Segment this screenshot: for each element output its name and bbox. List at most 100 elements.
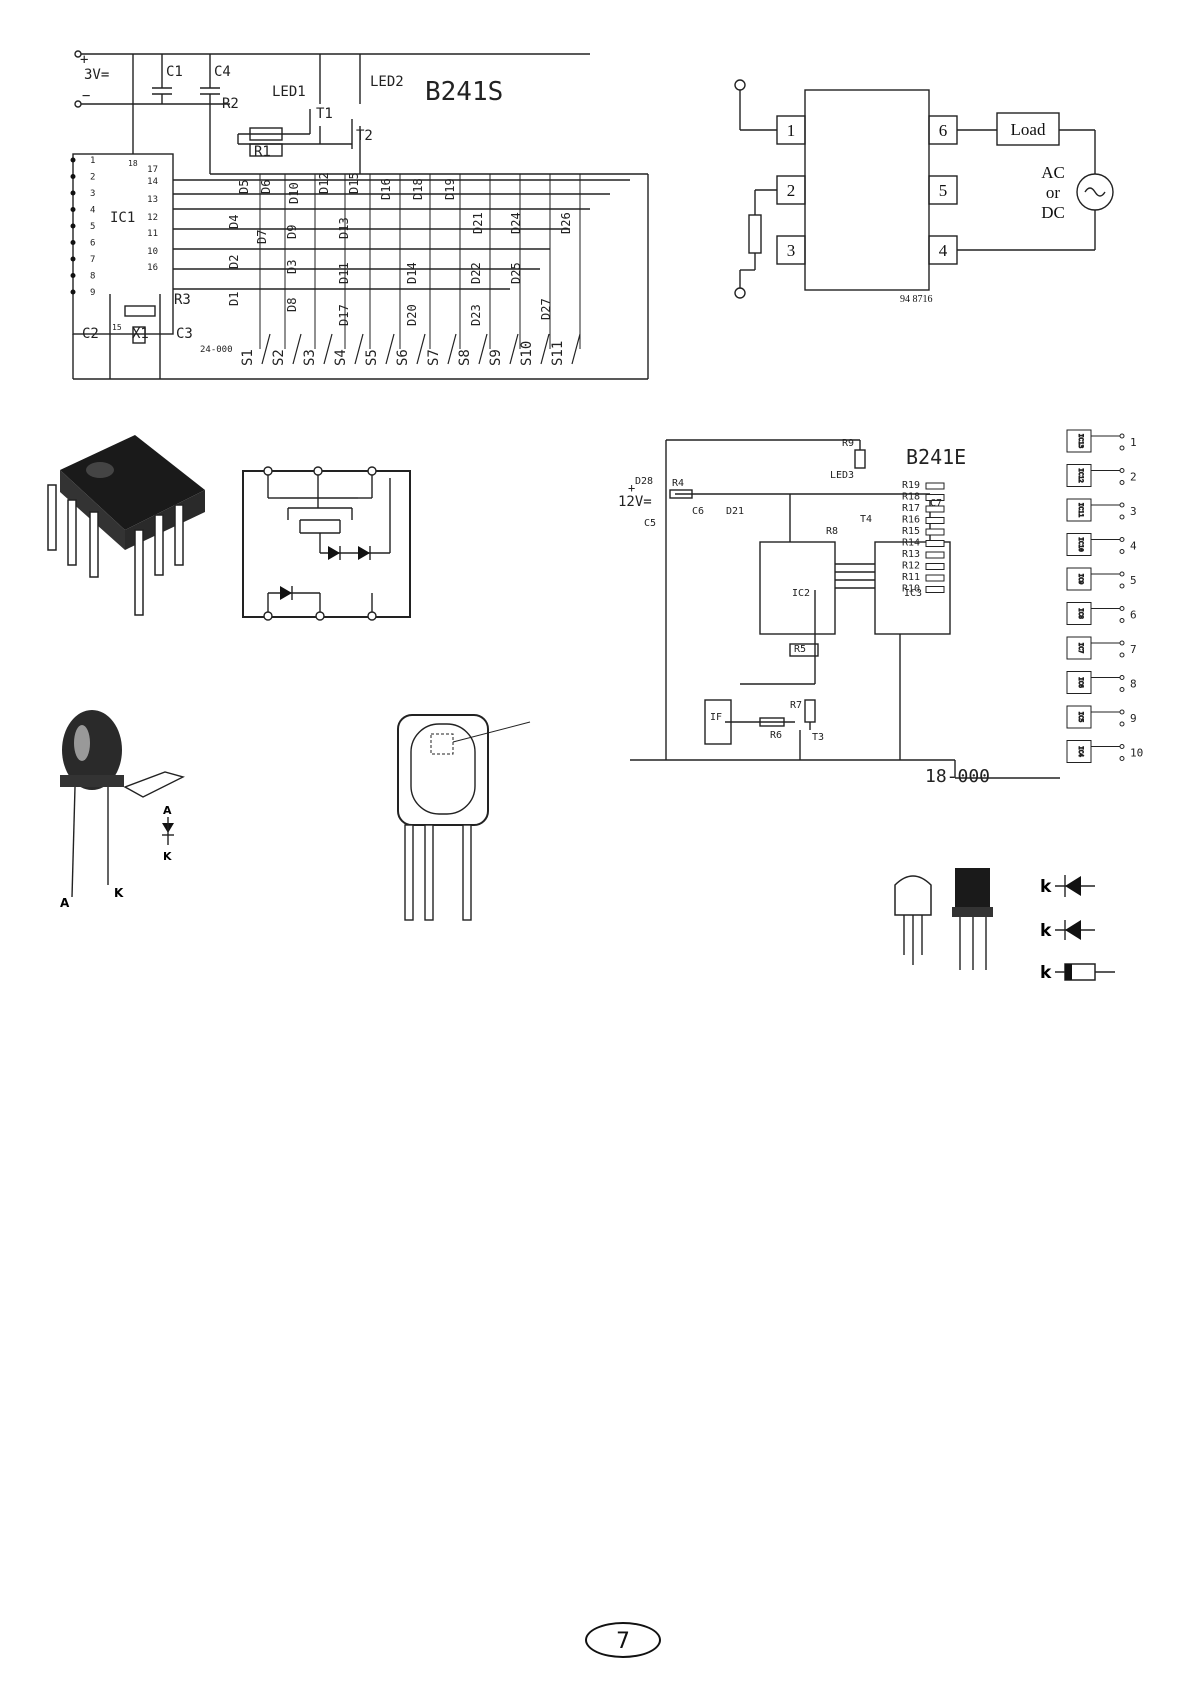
- ic1-pin-dot: [70, 223, 76, 229]
- ac-label: AC: [1041, 163, 1065, 182]
- resistor-symbol: [925, 517, 945, 524]
- output-terminal: [1119, 709, 1125, 715]
- diode-label: D7: [255, 230, 269, 244]
- switch-contact: [447, 333, 457, 365]
- opto-pin-4: 4: [939, 241, 948, 260]
- relay-ic: [1066, 464, 1092, 487]
- c5-label: C5: [644, 518, 656, 529]
- relay-ic: [1066, 636, 1092, 660]
- resistor-symbol: [925, 505, 945, 513]
- ic1-pin-label: 12: [147, 213, 158, 223]
- output-terminal: [1119, 675, 1125, 680]
- c1-label: C1: [166, 64, 183, 80]
- output-terminal: [1119, 480, 1125, 485]
- resistor-symbol: [925, 586, 945, 593]
- ic1-pin-label: 11: [147, 229, 158, 239]
- ic3-label: IC3: [904, 588, 922, 599]
- led1-label: LED1: [272, 84, 306, 100]
- ic1-pin18: 18: [128, 159, 138, 168]
- diode-label: D25: [509, 262, 523, 284]
- switch-label: S11: [550, 341, 566, 366]
- diode-label: D14: [405, 262, 419, 284]
- ic1-pin15: 15: [112, 323, 122, 332]
- diode-label: D16: [379, 178, 393, 200]
- output-label: 10: [1130, 747, 1143, 760]
- c6-label: C6: [692, 506, 704, 517]
- diode-label: D18: [411, 178, 425, 200]
- output-terminal: [1119, 606, 1125, 611]
- ic1-pin-dot: [70, 190, 76, 196]
- relay-ic: [1066, 602, 1092, 625]
- output-label: 7: [1130, 643, 1137, 656]
- diode-label: D3: [285, 260, 299, 274]
- b241e-supply-plus: +: [628, 481, 635, 495]
- diode-label: D10: [287, 182, 301, 204]
- diode-symbol-icon: [1055, 920, 1095, 940]
- diode-label: D6: [259, 180, 273, 194]
- output-label: 9: [1130, 712, 1137, 725]
- diode-label: D11: [337, 262, 351, 284]
- ic1-pin-dot: [70, 174, 76, 179]
- output-terminal: [1119, 640, 1125, 646]
- load-label: Load: [1011, 120, 1046, 139]
- output-terminal: [1119, 468, 1125, 473]
- d28-label: D28: [635, 476, 653, 487]
- t4-label: T4: [860, 514, 872, 525]
- optocoupler-internal-symbol: [242, 466, 411, 621]
- led2-label: LED2: [370, 74, 404, 90]
- ic1-pin-label: 16: [147, 263, 158, 273]
- diode-label: D9: [285, 225, 299, 239]
- output-terminal: [1119, 652, 1125, 658]
- output-label: 1: [1130, 436, 1137, 449]
- ic1-pin-label: 7: [90, 255, 95, 265]
- opto-code: 94 8716: [900, 294, 933, 305]
- diode-label: D17: [337, 304, 351, 326]
- diode-label: D27: [539, 298, 553, 320]
- output-terminal: [1119, 571, 1125, 577]
- dc-label: DC: [1041, 203, 1065, 222]
- transistor-pictures: [894, 868, 993, 970]
- ic1-pin-dot: [70, 157, 76, 163]
- dip6-package-picture: [47, 435, 205, 616]
- output-label: 2: [1130, 471, 1137, 484]
- ic1-pin-label: 14: [147, 177, 158, 187]
- output-terminal: [1119, 502, 1125, 508]
- ic1-pin-label: 3: [90, 189, 95, 199]
- switch-label: S10: [519, 341, 535, 366]
- opto-pin-6: 6: [939, 121, 948, 140]
- ir-receiver-picture: [397, 714, 531, 921]
- diode-label: D8: [285, 298, 299, 312]
- output-terminal: [1119, 721, 1125, 727]
- diode-markings: k k k: [1040, 875, 1115, 983]
- c2-label: C2: [82, 326, 99, 342]
- opto-pin-5: 5: [939, 181, 948, 200]
- output-label: 5: [1130, 574, 1137, 587]
- ic1-pin-label: 2: [90, 173, 95, 183]
- switch-contact: [354, 333, 364, 365]
- diode-label: D22: [469, 262, 483, 284]
- opto-pin-3: 3: [787, 241, 796, 260]
- led-symbol-cathode: K: [163, 850, 172, 863]
- relay-ic: [1066, 498, 1092, 522]
- resistor-label: R13: [902, 549, 920, 560]
- b241s-title: B241S: [425, 77, 503, 107]
- relay-ic: [1066, 705, 1092, 729]
- supply-minus-label: −: [82, 88, 90, 104]
- output-terminal: [1119, 756, 1125, 761]
- relay-ic-label: IC11: [1077, 503, 1084, 518]
- b241e-title: B241E: [906, 445, 966, 469]
- output-terminal: [1119, 744, 1125, 749]
- t1-label: T1: [316, 106, 333, 122]
- ic1-pin-label: 6: [90, 239, 95, 249]
- output-terminal: [1119, 433, 1125, 439]
- diode-k-2: k: [1040, 921, 1052, 941]
- diode-label: D15: [347, 172, 361, 194]
- output-label: 4: [1130, 540, 1137, 553]
- switch-label: S1: [240, 349, 256, 366]
- relay-ic-label: IC6: [1077, 677, 1084, 688]
- switch-contact: [261, 333, 271, 365]
- switch-label: S6: [395, 349, 411, 366]
- relay-ic: [1066, 671, 1092, 694]
- output-terminal: [1119, 687, 1125, 692]
